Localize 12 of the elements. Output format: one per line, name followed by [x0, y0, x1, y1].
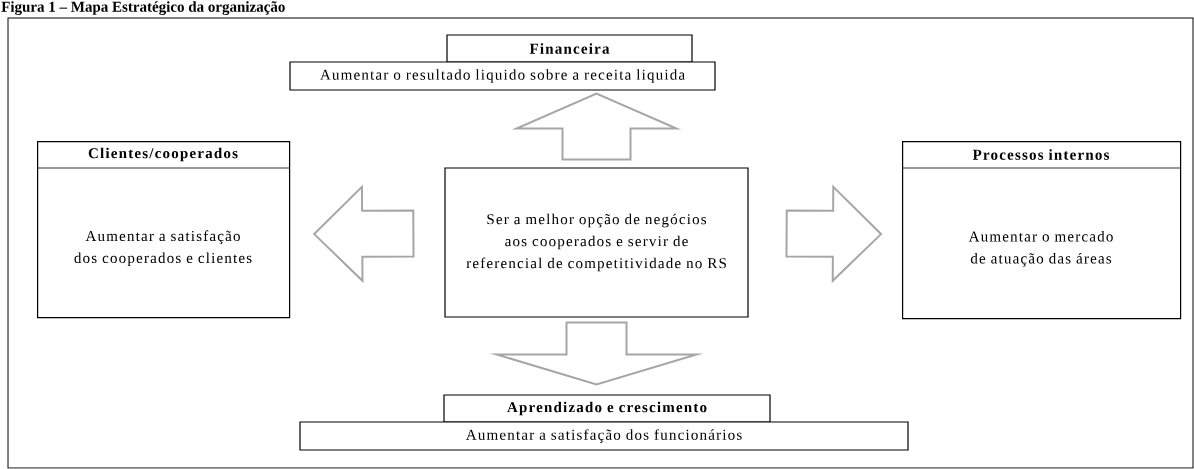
objective-box: Aumentar o resultado liquido sobre a receita liquida: [289, 61, 716, 91]
perspective-box: Processos internos Aumentar o mercado de atuação das áreas: [901, 141, 1182, 320]
perspective-box: Clientes/cooperados Aumentar a satisfação dos cooperados e clientes: [36, 141, 291, 319]
objective-box: Aumentar a satisfação dos funcionários: [299, 421, 909, 451]
block-arrow: [489, 321, 704, 386]
block-arrow: [511, 92, 682, 161]
figure-title: Figura 1 – Mapa Estratégico da organização: [1, 1, 285, 15]
block-arrow: [312, 184, 415, 284]
vision-box: Ser a melhor opção de negócios aos cooperados e servir de referencial de competitividade no RS: [444, 167, 749, 318]
header-box: Financeira: [446, 34, 693, 63]
block-arrow: [785, 184, 883, 284]
header-box: Aprendizado e crescimento: [443, 394, 771, 423]
